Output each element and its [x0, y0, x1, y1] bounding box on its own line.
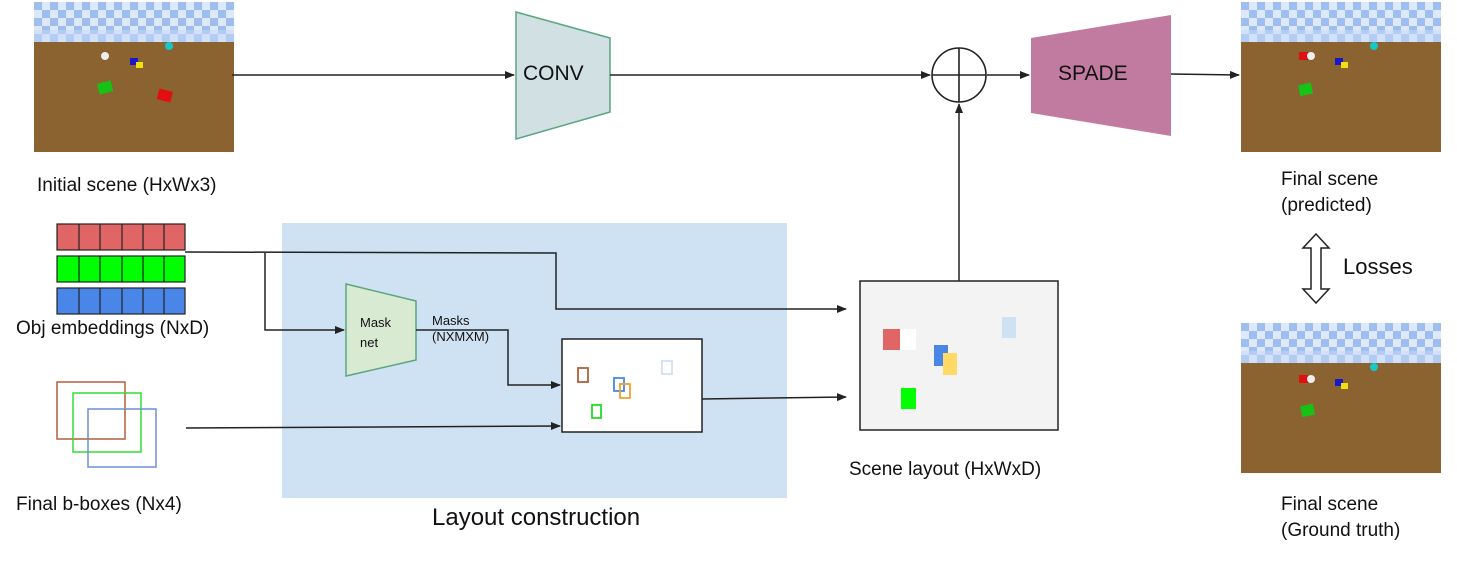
mask-net-label: Mask net — [360, 313, 391, 353]
bboxes-icon — [56, 381, 157, 468]
arrow-spade-to-final — [1170, 70, 1240, 79]
arrow-bboxes-to-masks — [185, 422, 561, 431]
final-scene-predicted-image — [1241, 2, 1441, 152]
layout-construction-label: Layout construction — [432, 504, 641, 531]
double-vertical-arrow-icon — [1301, 232, 1331, 305]
embedding-row-red — [56, 223, 186, 251]
embedding-row-green — [56, 255, 186, 283]
losses-label: Losses — [1343, 254, 1413, 279]
connectors — [184, 70, 1240, 431]
final-bboxes-label: Final b-boxes (Nx4) — [16, 494, 182, 515]
spade-label: SPADE — [1058, 62, 1128, 85]
obj-embeddings — [56, 223, 186, 315]
arrow-embeddings-to-masknet — [264, 253, 345, 334]
mask-net-label-line1: Mask — [360, 315, 392, 330]
initial-scene-label: Initial scene (HxWx3) — [37, 175, 217, 196]
final-scene-ground-truth-line2: (Ground truth) — [1281, 520, 1401, 541]
masks-label-line1: Masks — [432, 313, 470, 328]
final-scene-ground-truth-line1: Final scene — [1281, 494, 1379, 515]
arrow-embeddings-to-layout — [184, 251, 847, 313]
circle-plus-icon — [931, 47, 987, 103]
final-scene-predicted-line1: Final scene — [1281, 169, 1379, 190]
mask-net-label-line2: net — [360, 335, 379, 350]
final-scene-predicted-line2: (predicted) — [1281, 195, 1372, 216]
initial-scene-image — [34, 2, 234, 152]
arrow-masks-to-layout — [701, 393, 847, 402]
masks-canvas — [561, 338, 703, 433]
conv-block — [515, 11, 611, 140]
masks-label: Masks (NXMXM) — [432, 313, 489, 345]
scene-layout-canvas — [859, 280, 1059, 431]
scene-layout-label: Scene layout (HxWxD) — [849, 459, 1042, 480]
mask-net-block — [345, 283, 417, 377]
embedding-row-blue — [56, 287, 186, 315]
conv-label: CONV — [523, 62, 584, 85]
arrow-masknet-to-masks — [416, 329, 561, 389]
final-scene-ground-truth-label: Final scene (Ground truth) — [1281, 492, 1400, 544]
final-scene-ground-truth-image — [1241, 323, 1441, 473]
spade-block — [1031, 15, 1171, 136]
final-scene-predicted-label: Final scene (predicted) — [1281, 167, 1378, 219]
masks-label-line2: (NXMXM) — [432, 329, 490, 344]
obj-embeddings-label: Obj embeddings (NxD) — [16, 318, 210, 339]
